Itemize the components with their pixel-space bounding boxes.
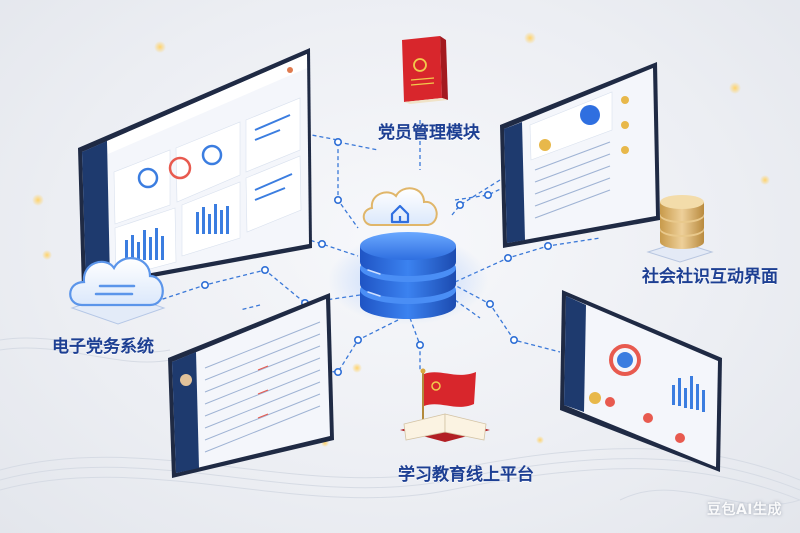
e-party-system-label: 电子党务系统 [52,337,154,357]
cloud-home-icon [362,187,438,226]
learning-platform-label: 学习教育线上平台 [398,465,534,485]
dashboard-screen-bottom-left [168,293,334,478]
dashboard-screen-top-right [500,62,660,248]
dashboard-screen-top-left [78,48,312,290]
red-book-icon [402,36,448,104]
watermark: 豆包AI生成 [706,502,782,518]
member-module-label: 党员管理模块 [378,123,480,143]
home-icon [390,204,410,224]
open-book-icon [400,413,490,442]
dashboard-screen-bottom-right [560,290,722,472]
social-interface-label: 社会社识互动界面 [642,267,778,287]
gold-server-icon [646,195,714,263]
database-server-icon [328,232,488,325]
background-sparkles [32,32,770,447]
connection-nodes [201,138,552,376]
cloud-icon [69,257,166,325]
red-flag-icon [420,368,476,422]
